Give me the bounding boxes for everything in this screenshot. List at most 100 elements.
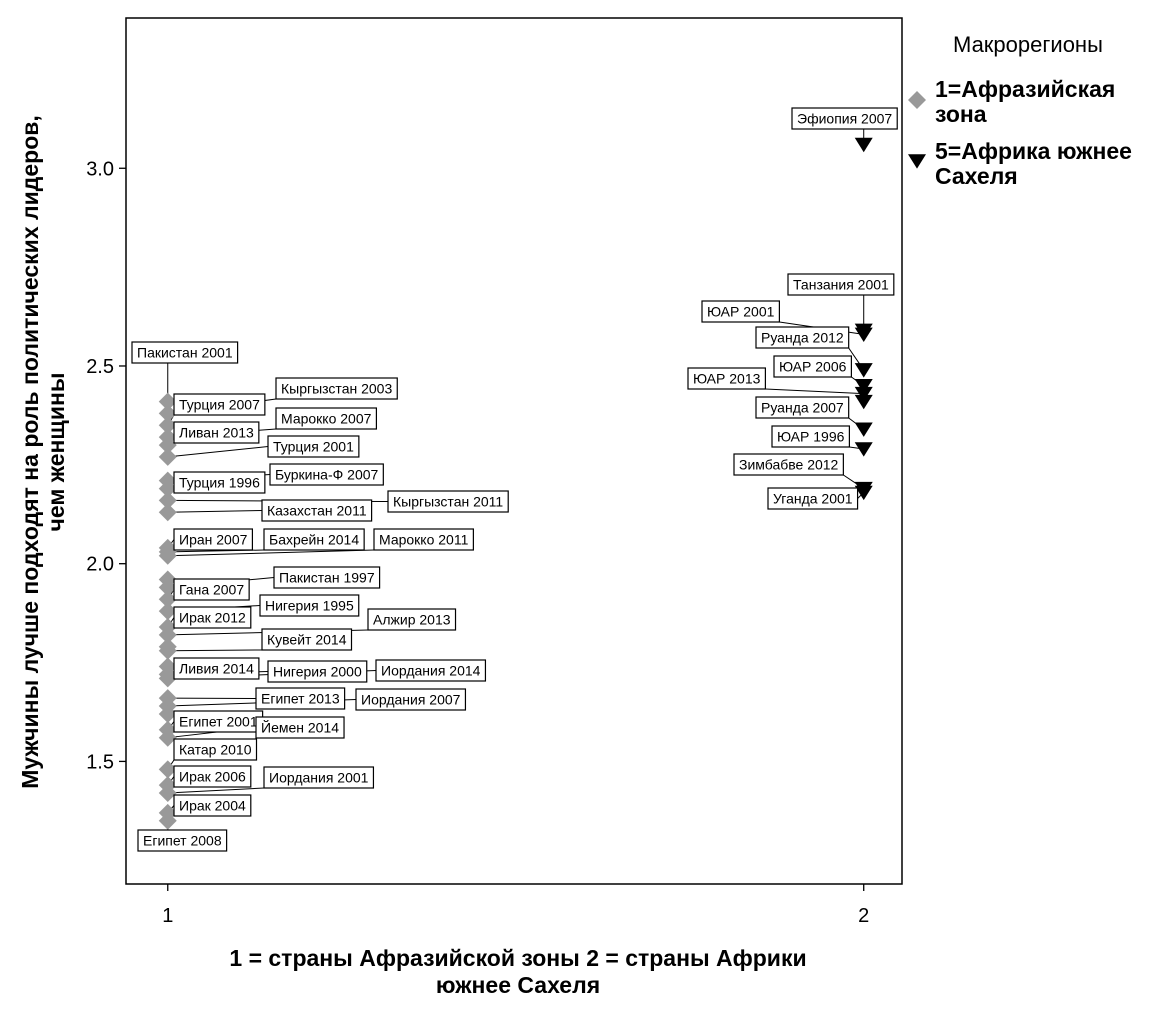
data-label-box [355, 688, 467, 711]
data-label-box [173, 738, 258, 761]
data-point-diamond [158, 578, 177, 597]
data-label: Египет 2013 [261, 691, 340, 707]
data-label-box [267, 435, 360, 458]
y-tick-label: 2.5 [86, 356, 114, 378]
plot-area-frame [125, 17, 903, 885]
leader-line [765, 388, 864, 395]
data-label: Марокко 2011 [379, 532, 469, 548]
data-label-box [375, 659, 487, 682]
data-label-box [269, 463, 384, 486]
data-point-diamond [158, 436, 177, 455]
data-label: Иордания 2001 [269, 770, 369, 786]
data-label: Ирак 2006 [179, 769, 246, 785]
leader-line [167, 787, 265, 794]
data-point-diamond [158, 728, 177, 747]
data-label-box [131, 341, 239, 364]
data-point-diamond [158, 392, 177, 411]
y-axis-title: Мужчины лучше подходят на роль политичес… [17, 115, 43, 789]
data-point-triangle [854, 327, 873, 342]
data-label-box [773, 355, 852, 378]
data-label: ЮАР 2006 [779, 359, 847, 375]
data-label-box [173, 471, 266, 494]
data-label-box [173, 606, 252, 629]
data-label-box [173, 528, 254, 551]
data-point-diamond [158, 503, 177, 522]
data-label-box [755, 396, 850, 419]
data-point-diamond [158, 404, 177, 423]
leader-line [167, 446, 269, 458]
data-label: Ирак 2004 [179, 798, 246, 814]
data-point-triangle [854, 422, 873, 437]
y-tick-label: 1.5 [86, 751, 114, 773]
data-point-diamond [158, 491, 177, 510]
data-label: Иордания 2014 [381, 663, 481, 679]
data-point-diamond [158, 704, 177, 723]
data-label: Марокко 2007 [281, 411, 372, 427]
data-label: Гана 2007 [179, 582, 244, 598]
data-label-box [275, 407, 378, 430]
legend-title: Макрорегионы [953, 32, 1103, 57]
data-label-box [261, 628, 353, 651]
x-tick-label: 2 [858, 905, 869, 927]
data-label: Уганда 2001 [773, 491, 853, 507]
axis-titles: 1 = страны Афразийской зоны 2 = страны А… [17, 115, 807, 998]
data-label-box [255, 716, 345, 739]
data-label: Ирак 2012 [179, 610, 246, 626]
data-label: Кувейт 2014 [267, 632, 347, 648]
data-label-box [755, 326, 850, 349]
x-axis-title: 1 = страны Афразийской зоны 2 = страны А… [229, 945, 806, 971]
data-label: Египет 2008 [143, 833, 222, 849]
data-point-triangle [854, 386, 873, 402]
data-point-triangle [854, 379, 873, 394]
x-tick-label: 1 [162, 905, 173, 927]
data-point-diamond [158, 479, 177, 498]
data-point-diamond [158, 602, 177, 621]
data-label: Ливан 2013 [179, 425, 254, 441]
data-point-triangle [854, 485, 873, 501]
data-label: Эфиопия 2007 [797, 111, 892, 127]
data-point-diamond [158, 416, 177, 435]
data-label: Руанда 2007 [761, 400, 844, 416]
data-label-box [791, 107, 898, 130]
data-label-box [255, 687, 346, 710]
data-point-triangle [854, 442, 873, 457]
data-label-box [173, 765, 252, 788]
leader-line [167, 549, 375, 557]
data-label-box [771, 425, 850, 448]
data-label-box [787, 273, 895, 296]
data-point-diamond [158, 641, 177, 660]
data-label: Йемен 2014 [261, 719, 339, 736]
data-point-diamond [158, 811, 177, 830]
data-label: Нигерия 2000 [273, 664, 362, 680]
y-axis-title: чем женщины [43, 372, 69, 531]
data-label-box [387, 490, 509, 513]
data-label: ЮАР 1996 [777, 429, 845, 445]
data-label: Иордания 2007 [361, 692, 461, 708]
legend-marker-triangle [908, 154, 926, 169]
data-label: Кыргызстан 2003 [281, 381, 392, 397]
legend-label: Сахеля [935, 163, 1018, 189]
data-point-triangle [854, 363, 873, 378]
data-label-box [701, 300, 780, 323]
legend-label: 5=Африка южнее [935, 138, 1132, 164]
data-markers [158, 137, 873, 830]
y-axis: 1.52.02.53.0 [86, 158, 126, 773]
data-label: Руанда 2012 [761, 330, 844, 346]
x-axis-title: южнее Сахеля [436, 972, 600, 998]
y-tick-label: 3.0 [86, 158, 114, 180]
data-point-triangle [854, 137, 873, 153]
leader-line [167, 649, 263, 652]
data-label: Алжир 2013 [373, 612, 451, 628]
data-label-box [373, 528, 474, 551]
data-label: Пакистан 2001 [137, 345, 233, 361]
legend-label: зона [935, 101, 987, 127]
data-label-box [267, 660, 368, 683]
data-label: ЮАР 2013 [693, 371, 761, 387]
data-point-diamond [158, 669, 177, 688]
legend-marker-diamond [908, 91, 926, 109]
data-point-diamond [158, 760, 177, 779]
